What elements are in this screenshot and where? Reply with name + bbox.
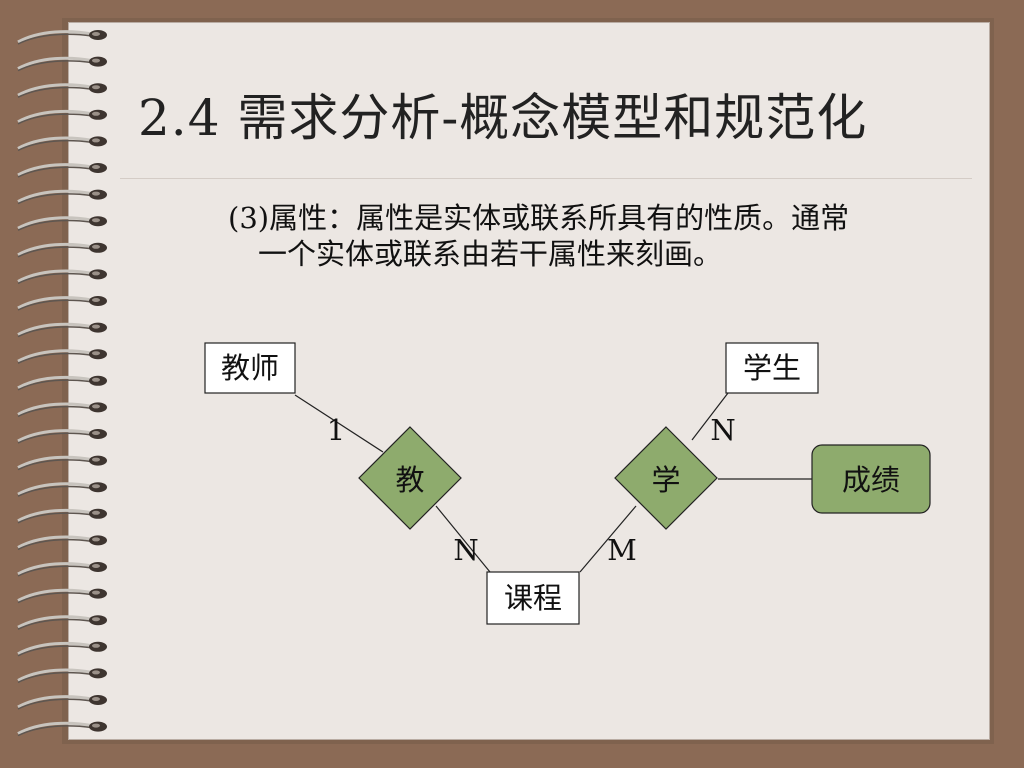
binding-ring (17, 482, 107, 497)
entity-student-label: 学生 (743, 351, 801, 385)
binding-ring (17, 668, 107, 684)
binding-ring (17, 588, 107, 604)
binding-ring (17, 56, 107, 72)
binding-ring (17, 508, 107, 524)
description-line-2: 一个实体或联系由若干属性来刻画。 (258, 237, 723, 271)
binding-ring (17, 349, 107, 364)
title-divider (120, 178, 972, 179)
binding-ring (17, 163, 107, 178)
binding-ring (17, 83, 107, 98)
binding-ring (17, 429, 107, 444)
entity-course: 课程 (486, 571, 580, 625)
binding-ring (17, 562, 107, 577)
cardinality-teach-course: N (453, 533, 478, 567)
attribute-score-label: 成绩 (842, 463, 900, 497)
cardinality-learn-student: N (710, 413, 735, 447)
entity-course-label: 课程 (504, 581, 562, 615)
entity-teacher: 教师 (204, 342, 296, 394)
binding-ring (17, 721, 107, 737)
binding-ring (17, 189, 107, 205)
binding-ring (17, 322, 107, 338)
edge-teach-course (435, 505, 491, 573)
binding-ring (17, 402, 107, 418)
binding-ring (17, 695, 107, 710)
binding-ring (17, 216, 107, 231)
edge-teacher-teach (294, 394, 384, 453)
relationship-teach: 教 (358, 426, 462, 530)
edge-learn-course (579, 505, 637, 573)
binding-ring (17, 535, 107, 551)
binding-ring (17, 615, 107, 630)
binding-ring (17, 30, 107, 45)
binding-ring (17, 296, 107, 311)
description-line-1: (3)属性：属性是实体或联系所具有的性质。通常 (228, 201, 850, 235)
entity-teacher-label: 教师 (221, 351, 279, 385)
cardinality-teacher-teach: 1 (327, 413, 345, 447)
binding-ring (17, 455, 107, 471)
entity-student: 学生 (725, 342, 819, 394)
binding-ring (17, 375, 107, 391)
binding-ring (17, 109, 107, 125)
page-title: 2.4 需求分析-概念模型和规范化 (138, 89, 868, 147)
binding-ring (17, 242, 107, 258)
binding-ring (17, 641, 107, 657)
relationship-learn-label: 学 (651, 463, 680, 497)
binding-ring (17, 269, 107, 285)
description-text: (3)属性：属性是实体或联系所具有的性质。通常 一个实体或联系由若干属性来刻画。 (228, 200, 968, 272)
edge-learn-student (691, 392, 729, 441)
attribute-score: 成绩 (811, 444, 931, 514)
cardinality-learn-course: M (607, 533, 637, 567)
spiral-binding (17, 30, 107, 737)
relationship-teach-label: 教 (395, 463, 424, 497)
binding-ring (17, 136, 107, 152)
relationship-learn: 学 (614, 426, 718, 530)
